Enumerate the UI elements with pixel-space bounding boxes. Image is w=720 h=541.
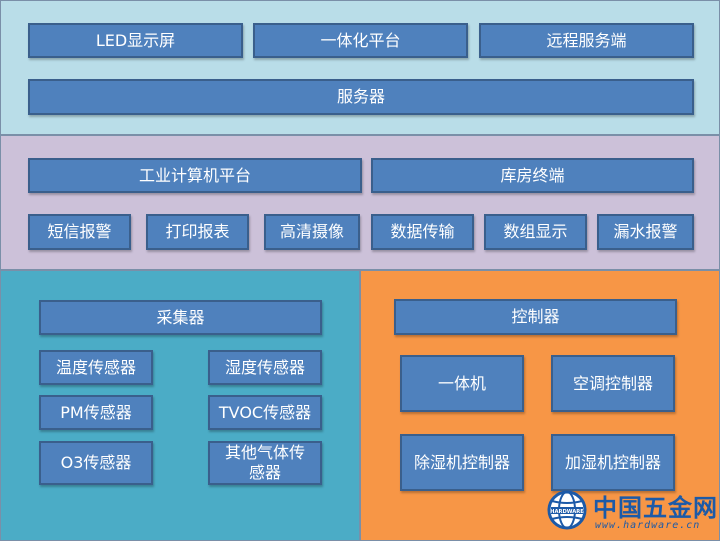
collector-box: 采集器 bbox=[39, 300, 322, 335]
controller-section: 控制器 一体机 空调控制器 除湿机控制器 加湿机控制器 bbox=[360, 270, 720, 541]
server-box: 服务器 bbox=[28, 79, 694, 115]
other-gas-sensor-box: 其他气体传 感器 bbox=[208, 441, 322, 485]
function-sms-alarm: 短信报警 bbox=[28, 214, 131, 250]
controller-box: 控制器 bbox=[394, 299, 677, 335]
industrial-computer-platform-box: 工业计算机平台 bbox=[28, 158, 362, 193]
humidifier-controller-box: 加湿机控制器 bbox=[551, 434, 675, 491]
globe-text: HARDWARE bbox=[550, 509, 584, 515]
watermark-logo: HARDWARE 中国五金网 www.hardware.cn bbox=[543, 488, 718, 538]
ac-controller-box: 空调控制器 bbox=[551, 355, 675, 412]
remote-service-box: 远程服务端 bbox=[479, 23, 694, 58]
o3-sensor-box: O3传感器 bbox=[39, 441, 153, 485]
function-array-display: 数组显示 bbox=[484, 214, 587, 250]
watermark-url: www.hardware.cn bbox=[595, 520, 701, 531]
globe-icon: HARDWARE bbox=[547, 490, 587, 530]
humidity-sensor-box: 湿度传感器 bbox=[208, 350, 322, 385]
temperature-sensor-box: 温度传感器 bbox=[39, 350, 153, 385]
middle-layer: 工业计算机平台 库房终端 短信报警 打印报表 高清摄像 数据传输 数组显示 漏水… bbox=[0, 135, 720, 270]
top-layer: LED显示屏 一体化平台 远程服务端 服务器 bbox=[0, 0, 720, 135]
warehouse-terminal-box: 库房终端 bbox=[371, 158, 694, 193]
function-data-transfer: 数据传输 bbox=[371, 214, 474, 250]
function-print-report: 打印报表 bbox=[146, 214, 249, 250]
led-screen-box: LED显示屏 bbox=[28, 23, 243, 58]
tvoc-sensor-box: TVOC传感器 bbox=[208, 395, 322, 430]
pm-sensor-box: PM传感器 bbox=[39, 395, 153, 430]
integrated-platform-box: 一体化平台 bbox=[253, 23, 468, 58]
collector-section: 采集器 温度传感器 湿度传感器 PM传感器 TVOC传感器 O3传感器 其他气体… bbox=[0, 270, 360, 541]
function-hd-camera: 高清摄像 bbox=[264, 214, 360, 250]
watermark-name: 中国五金网 bbox=[593, 494, 718, 522]
dehumidifier-controller-box: 除湿机控制器 bbox=[400, 434, 524, 491]
function-leak-alarm: 漏水报警 bbox=[597, 214, 694, 250]
all-in-one-box: 一体机 bbox=[400, 355, 524, 412]
